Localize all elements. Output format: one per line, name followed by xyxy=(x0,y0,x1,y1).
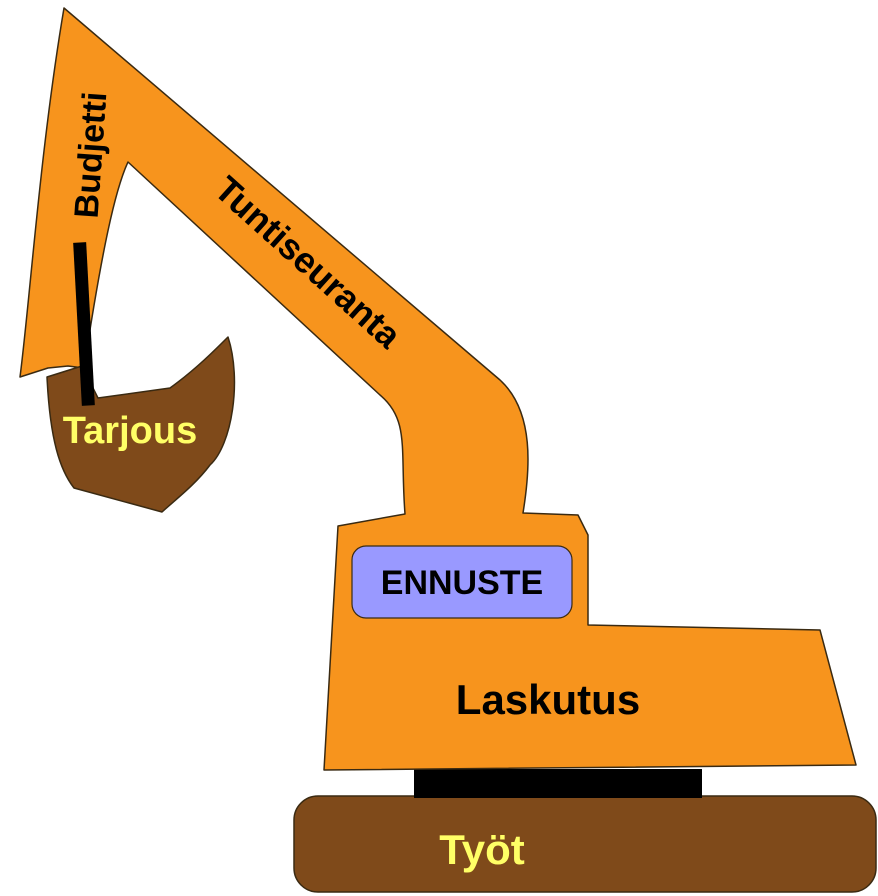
label-tarjous: Tarjous xyxy=(63,410,197,452)
cab-window xyxy=(351,545,573,619)
excavator-body xyxy=(19,7,857,771)
label-laskutus: Laskutus xyxy=(456,676,640,723)
label-ennuste: ENNUSTE xyxy=(381,564,543,602)
bucket xyxy=(46,336,236,513)
track-base xyxy=(293,795,877,893)
undercarriage-frame xyxy=(414,769,702,798)
label-budjetti: Budjetti xyxy=(68,91,115,220)
label-tyot: Työt xyxy=(439,826,525,873)
hydraulic-rod xyxy=(73,242,95,406)
